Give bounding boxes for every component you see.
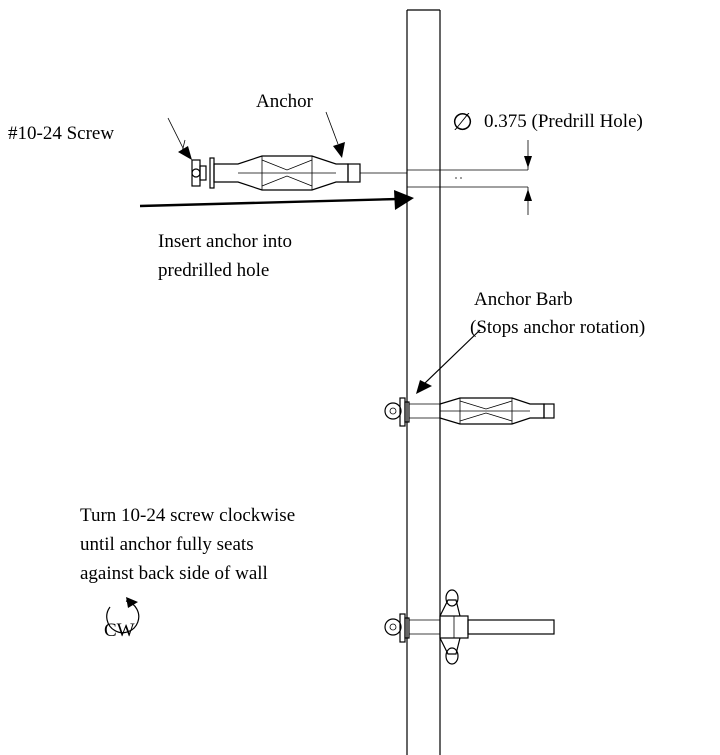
screw-label: #10-24 Screw [8, 123, 114, 144]
predrill-hole [407, 169, 528, 188]
barb-label-line1: Anchor Barb [474, 289, 573, 310]
barb-label-line2: (Stops anchor rotation) [470, 317, 645, 338]
anchor-assembly-before-insert [191, 155, 407, 191]
insert-arrow [139, 190, 414, 210]
screw-leader [167, 117, 192, 160]
turn-instruction-line2: until anchor fully seats [80, 534, 254, 555]
rotation-label: CW [104, 620, 135, 641]
barb-leader [416, 329, 481, 394]
clockwise-rotation-icon [106, 597, 140, 634]
turn-instruction-line1: Turn 10-24 screw clockwise [80, 505, 295, 526]
diameter-symbol: ∅ [452, 108, 473, 136]
insert-instruction-line2: predrilled hole [158, 260, 269, 281]
anchor-label: Anchor [256, 91, 314, 112]
turn-instruction-line3: against back side of wall [80, 563, 268, 584]
diameter-dimension [524, 140, 532, 215]
anchor-assembly-inserted [384, 397, 555, 427]
insert-instruction-line1: Insert anchor into [158, 231, 292, 252]
anchor-leader [325, 111, 345, 158]
anchor-assembly-seated [384, 589, 555, 665]
predrill-hole-label: 0.375 (Predrill Hole) [484, 111, 643, 132]
